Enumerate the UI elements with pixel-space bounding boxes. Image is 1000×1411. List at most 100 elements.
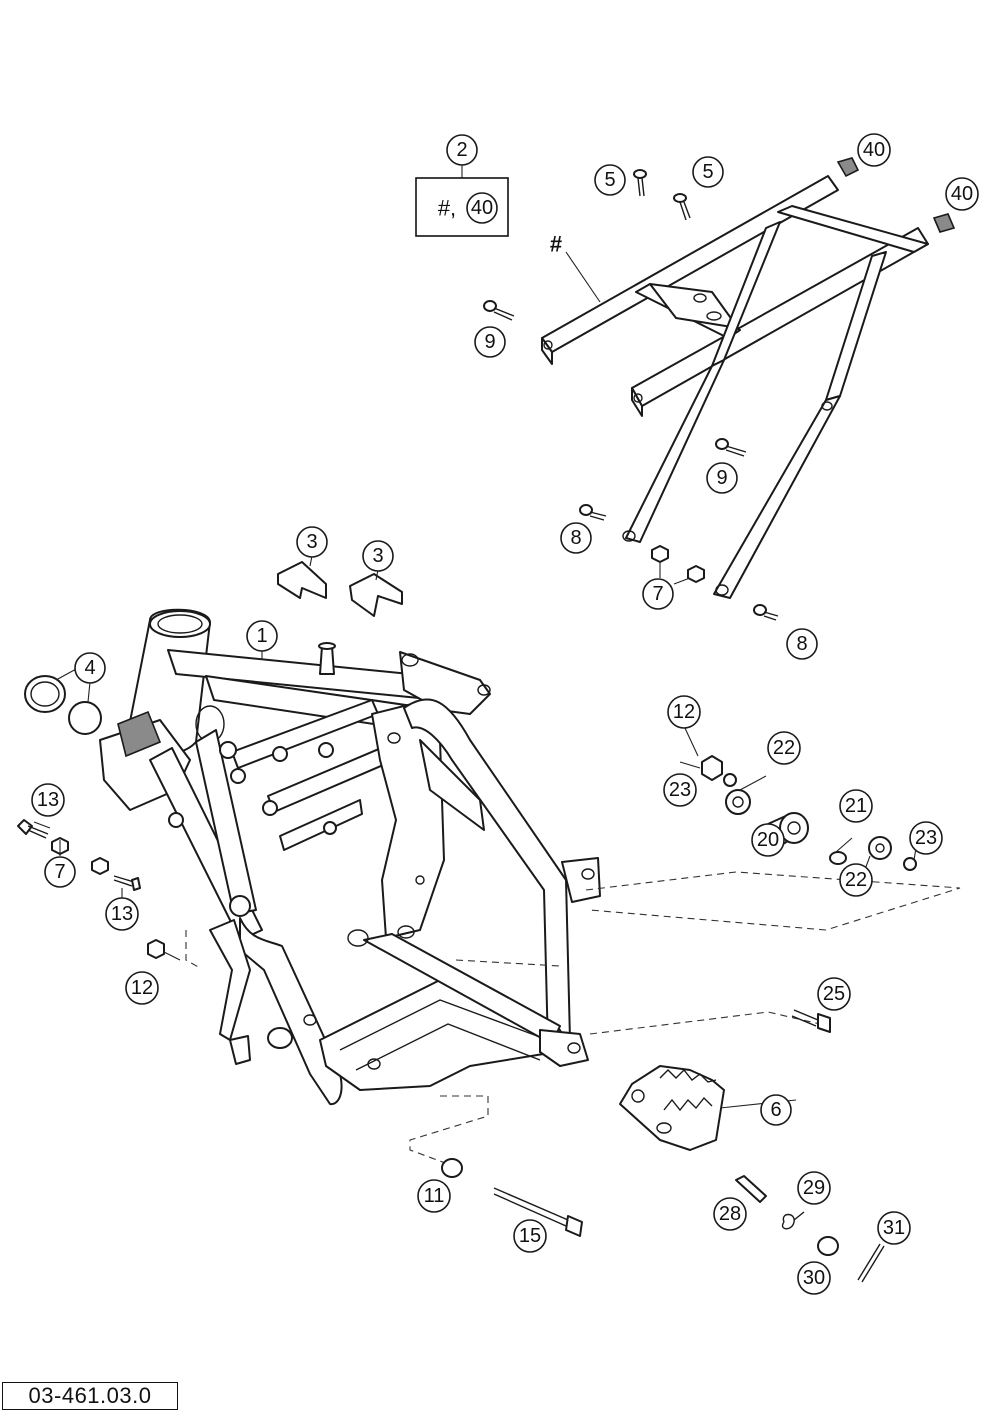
end-cap-upper [836,157,860,178]
callout-c3a: 3 [296,526,328,558]
callout-label: 30 [803,1267,825,1289]
callout-c5a: 5 [594,164,626,196]
bolt-8-lower [753,604,779,621]
callout-label: 8 [570,527,581,549]
footpeg [619,1065,725,1151]
bolt-9-upper [483,300,515,321]
kit-box-contents: #, [438,196,456,221]
callout-c25: 25 [817,977,851,1011]
callout-c31: 31 [877,1211,911,1245]
bolt-15 [493,1187,583,1237]
washer-23-upper [723,773,737,787]
callout-c13a: 13 [31,783,65,817]
callout-c9a: 9 [474,326,506,358]
callout-label: 3 [372,545,383,567]
callout-label: 25 [823,983,845,1005]
callout-c1: 1 [246,620,278,652]
washer-11 [441,1158,463,1178]
bushing-21 [829,851,847,865]
callout-label: 29 [803,1177,825,1199]
callout-c8b: 8 [786,628,818,660]
callout-label: 22 [773,737,795,759]
callout-label: 40 [863,139,885,161]
callout-label: 15 [519,1225,541,1247]
washer-23-lower [903,857,917,871]
cotter-pin-31 [857,1243,885,1283]
washer-22-upper [725,789,751,815]
callout-c7b: 7 [642,578,674,610]
callout-label: 31 [883,1217,905,1239]
callout-label: 23 [915,827,937,849]
callout-c12a: 12 [667,695,701,729]
frame-pad-left [277,561,327,599]
nut-7-upper-a [651,545,669,563]
callout-label: 23 [669,779,691,801]
callout-c40b: 40 [945,177,979,211]
frame-pad-right [349,573,403,617]
callout-label: 5 [702,161,713,183]
callout-c6: 6 [760,1094,792,1126]
callout-c8a: 8 [560,522,592,554]
callout-c30: 30 [797,1261,831,1295]
callout-label: 28 [719,1203,741,1225]
end-cap-lower [932,213,956,233]
callout-label: 8 [796,633,807,655]
callout-label: 7 [54,861,65,883]
callout-c28: 28 [713,1197,747,1231]
callout-c4: 4 [74,652,106,684]
callout-label: 9 [716,467,727,489]
pin-28 [735,1175,767,1203]
callout-label: 6 [770,1099,781,1121]
callout-label: 4 [84,657,95,679]
bolt-8-upper [579,504,607,521]
nut-13-lower [91,857,109,875]
callout-c23a: 23 [663,773,697,807]
bolt-5-right [673,193,691,221]
callout-label: 20 [757,829,779,851]
bolt-9-lower [715,438,747,457]
callout-label: 9 [484,331,495,353]
spring-29 [781,1211,805,1230]
callout-label: 7 [652,583,663,605]
callout-label: 2 [456,139,467,161]
subframe: # [541,175,929,599]
callout-c2: 2 [446,134,478,166]
kit-box-contents-ref: 40 [471,197,493,219]
nut-7-upper-b [687,565,705,583]
callout-label: 40 [951,183,973,205]
bolt-5-left [633,169,647,197]
callout-c13b: 13 [105,897,139,931]
bearing-cap [68,701,102,735]
callout-c3b: 3 [362,540,394,572]
callout-label: 12 [673,701,695,723]
nut-12-right [701,755,723,781]
callout-label: 5 [604,169,615,191]
callout-c22a: 22 [767,731,801,765]
bolt-13-left [17,819,49,839]
main-frame [99,608,601,1106]
callout-c22b: 22 [839,863,873,897]
callout-c5b: 5 [692,156,724,188]
callout-c9b: 9 [706,462,738,494]
subframe-marker: # [550,232,562,257]
callout-c21: 21 [839,789,873,823]
kit-box-group: #, 40 [415,165,509,237]
callout-label: 1 [256,625,267,647]
callout-c20: 20 [751,823,785,857]
callout-label: 3 [306,531,317,553]
nut-12-left [147,939,165,959]
callout-c15: 15 [513,1219,547,1253]
callout-label: 11 [424,1185,445,1207]
callout-label: 12 [131,977,153,999]
washer-30 [817,1236,839,1256]
washer-22-lower [868,836,892,860]
callout-label: 13 [111,903,133,925]
callout-c23b: 23 [909,821,943,855]
callout-c29: 29 [797,1171,831,1205]
bolt-25 [791,1009,831,1033]
callout-c11: 11 [417,1179,451,1213]
callout-label: 21 [845,795,867,817]
diagram-reference-code: 03-461.03.0 [2,1382,178,1410]
